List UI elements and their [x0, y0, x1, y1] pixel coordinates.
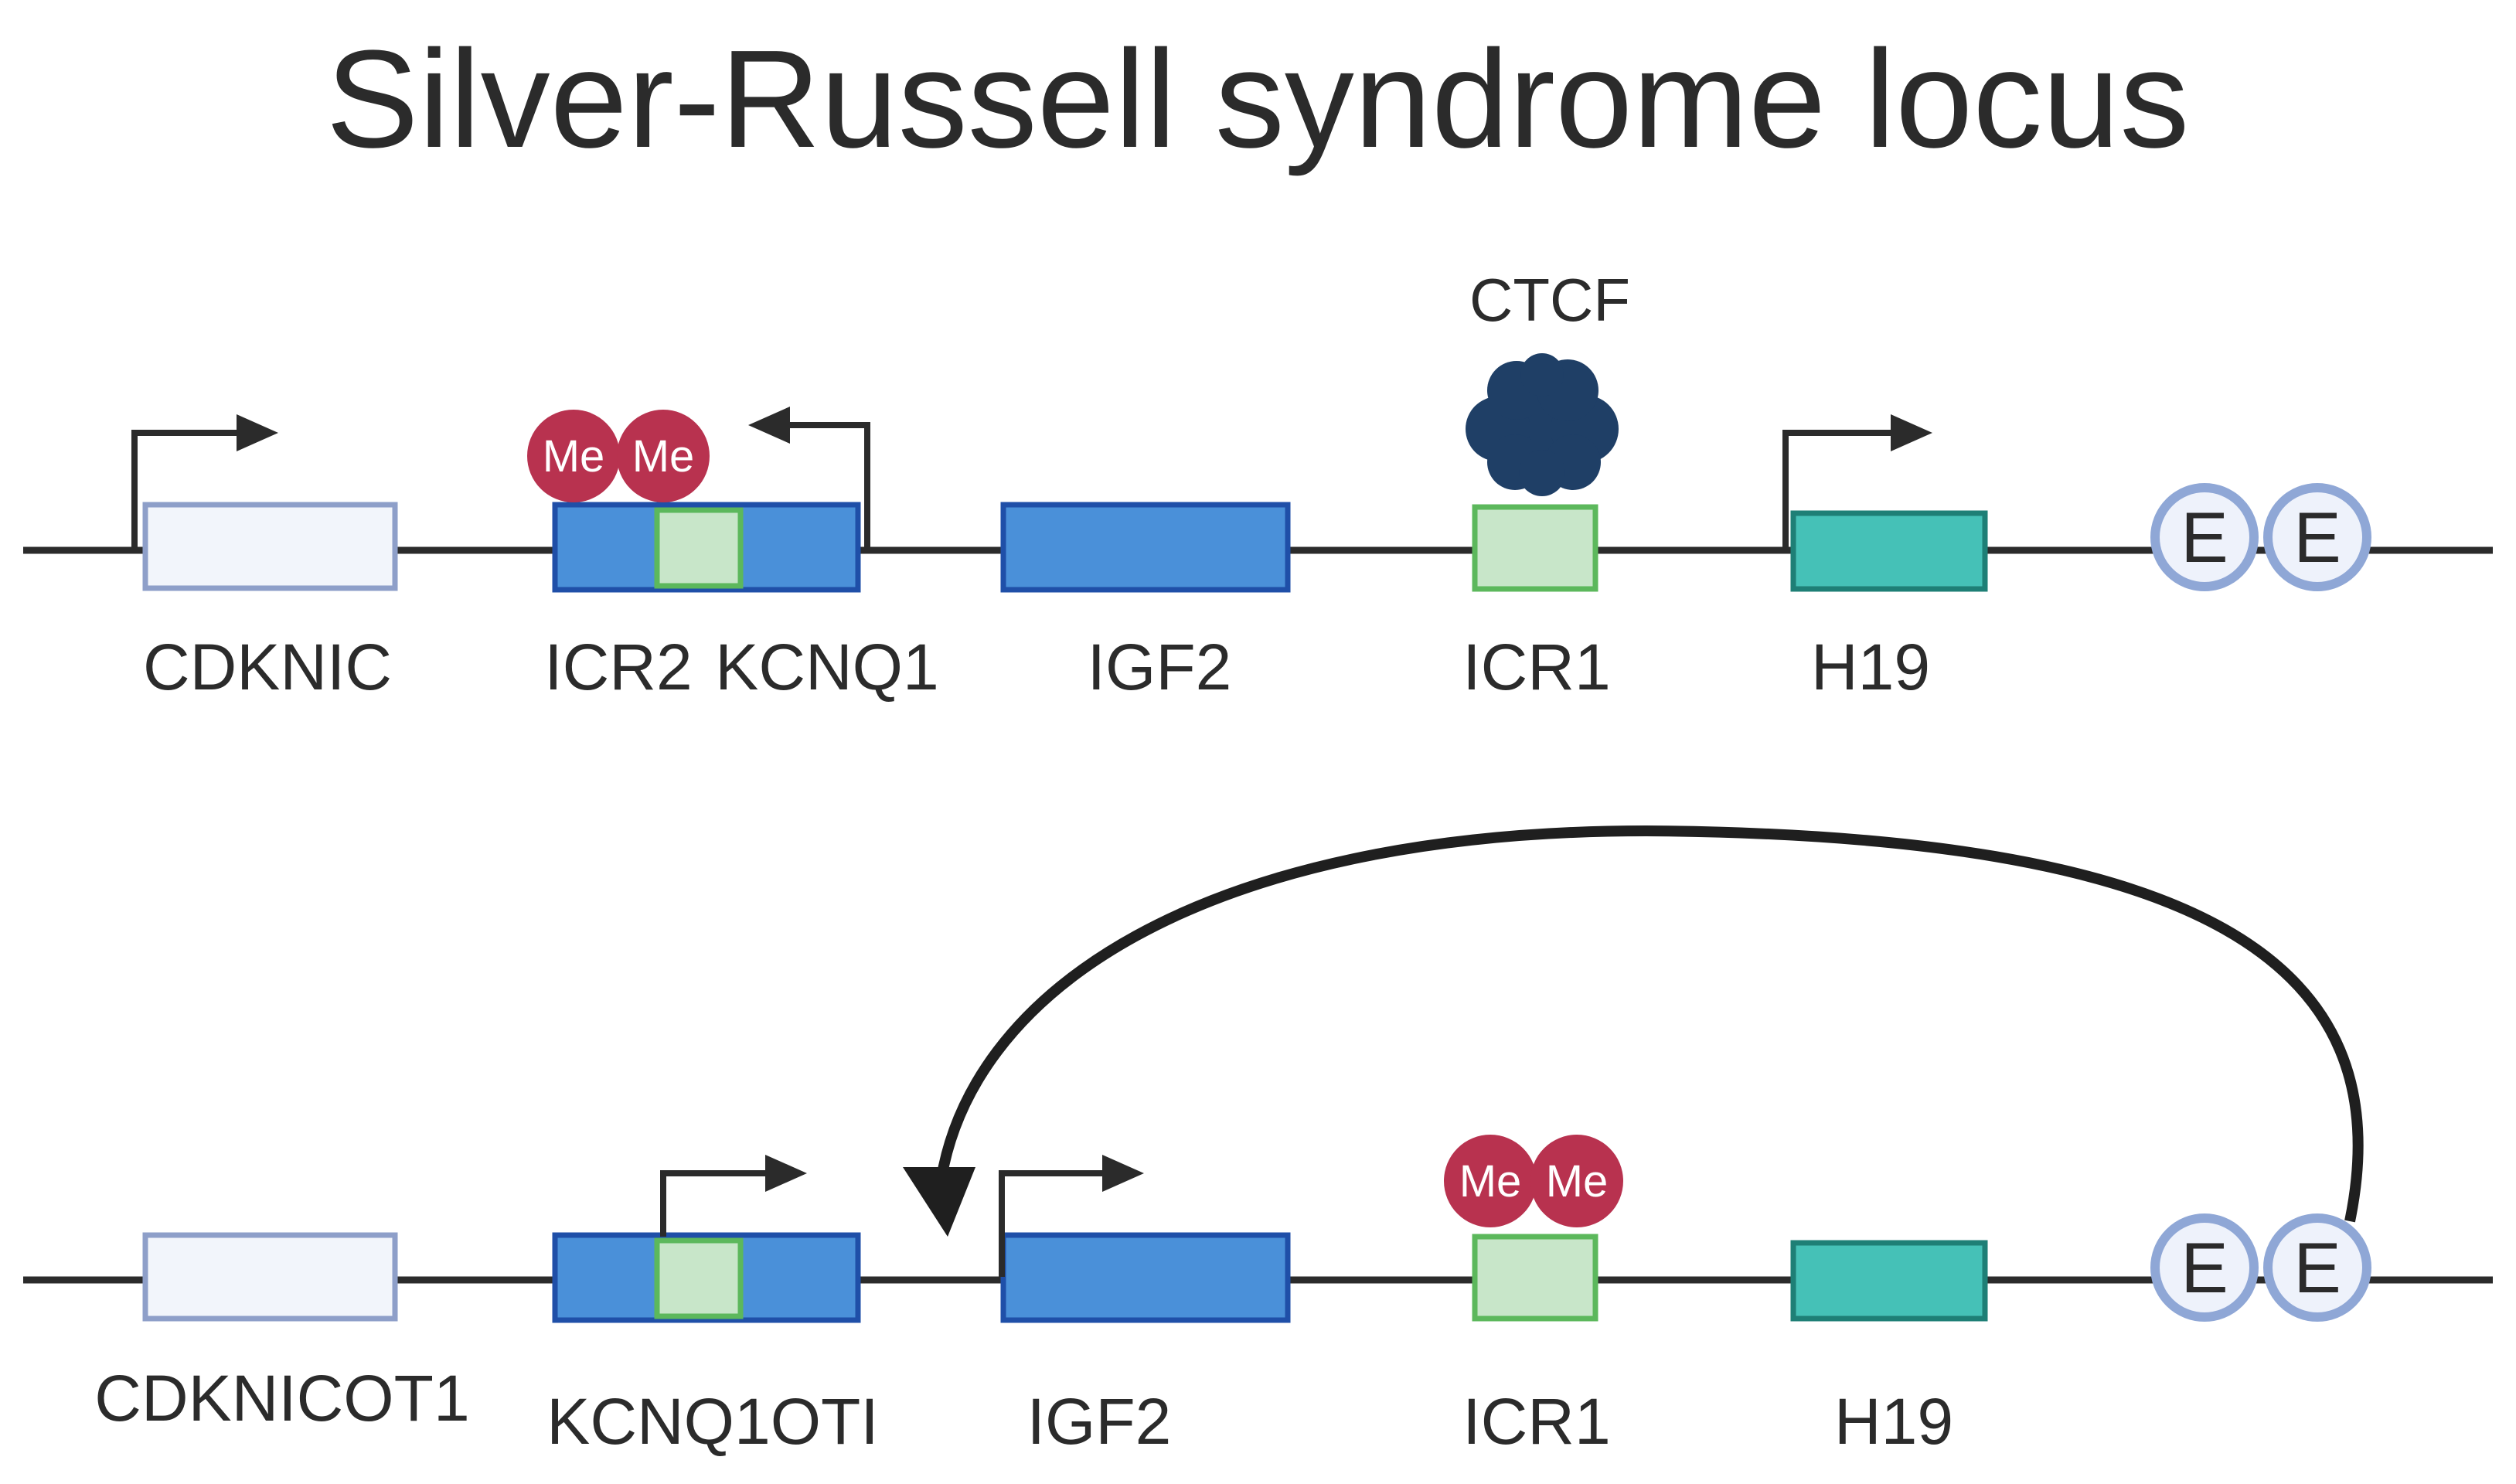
top-igf2-label: IGF2 — [1088, 631, 1232, 703]
top-cdknic-label: CDKNIC — [143, 631, 392, 703]
enhancer-icon: E — [2150, 483, 2259, 591]
methyl-label: Me — [632, 431, 695, 482]
bottom-icr2-region — [654, 1237, 744, 1319]
loop-arrowhead-icon — [903, 1167, 975, 1237]
top-icr1-region — [1472, 504, 1598, 592]
top-icr1-label: ICR1 — [1462, 631, 1610, 703]
methyl-group-icon: Me Me — [1444, 1135, 1623, 1227]
bottom-cdknicot1-label: CDKNICOT1 — [94, 1362, 469, 1435]
promoter-arrowhead-icon — [1102, 1155, 1144, 1192]
bottom-cdknicot1-gene — [142, 1232, 398, 1322]
bottom-kcnq1oti-label: KCNQ1OTI — [546, 1385, 878, 1458]
enhancer-label: E — [2181, 499, 2228, 577]
top-icr2-label: ICR2 — [544, 631, 692, 703]
top-kcnq1-label: KCNQ1 — [715, 631, 938, 703]
bottom-icr1-region — [1472, 1234, 1598, 1322]
promoter-arrow-icon — [999, 1170, 1107, 1277]
top-igf2-gene — [1000, 502, 1291, 593]
bottom-igf2-label: IGF2 — [1027, 1385, 1172, 1458]
promoter-arrowhead-icon — [1891, 414, 1932, 451]
ctcf-protein-icon — [1466, 353, 1619, 496]
bottom-h19-gene — [1790, 1240, 1988, 1322]
promoter-arrowhead-icon — [237, 414, 278, 451]
top-h19-gene — [1790, 510, 1988, 592]
methyl-label: Me — [1546, 1156, 1609, 1207]
methyl-label: Me — [1459, 1156, 1522, 1207]
enhancer-label: E — [2293, 499, 2341, 577]
promoter-arrow-icon — [785, 422, 870, 547]
promoter-arrowhead-icon — [748, 407, 790, 444]
bottom-track: CDKNICOT1 KCNQ1OTI IGF2 Me Me ICR1 H19 E — [23, 825, 2493, 1458]
top-cdknic-gene — [142, 502, 398, 591]
enhancer-label: E — [2293, 1229, 2341, 1308]
methyl-group-icon: Me Me — [527, 410, 710, 502]
enhancer-icon: E — [2263, 1213, 2371, 1322]
enhancer-icon: E — [2150, 1213, 2259, 1322]
enhancer-loop-arrow-icon — [934, 825, 2364, 1223]
promoter-arrow-icon — [1782, 430, 1895, 547]
promoter-arrow-icon — [131, 430, 241, 547]
top-icr2-region — [654, 507, 744, 589]
enhancer-icon: E — [2263, 483, 2371, 591]
top-track: CDKNIC Me Me ICR2 KCNQ1 IGF2 — [23, 266, 2493, 703]
ctcf-label: CTCF — [1469, 266, 1630, 334]
enhancer-label: E — [2181, 1229, 2228, 1308]
bottom-icr1-label: ICR1 — [1462, 1385, 1610, 1458]
bottom-igf2-gene — [1000, 1232, 1291, 1323]
methyl-label: Me — [543, 431, 605, 482]
promoter-arrow-icon — [660, 1170, 770, 1237]
top-h19-label: H19 — [1811, 631, 1930, 703]
promoter-arrowhead-icon — [765, 1155, 807, 1192]
diagram-title: Silver-Russell syndrome locus — [326, 22, 2190, 177]
bottom-h19-label: H19 — [1834, 1385, 1953, 1458]
